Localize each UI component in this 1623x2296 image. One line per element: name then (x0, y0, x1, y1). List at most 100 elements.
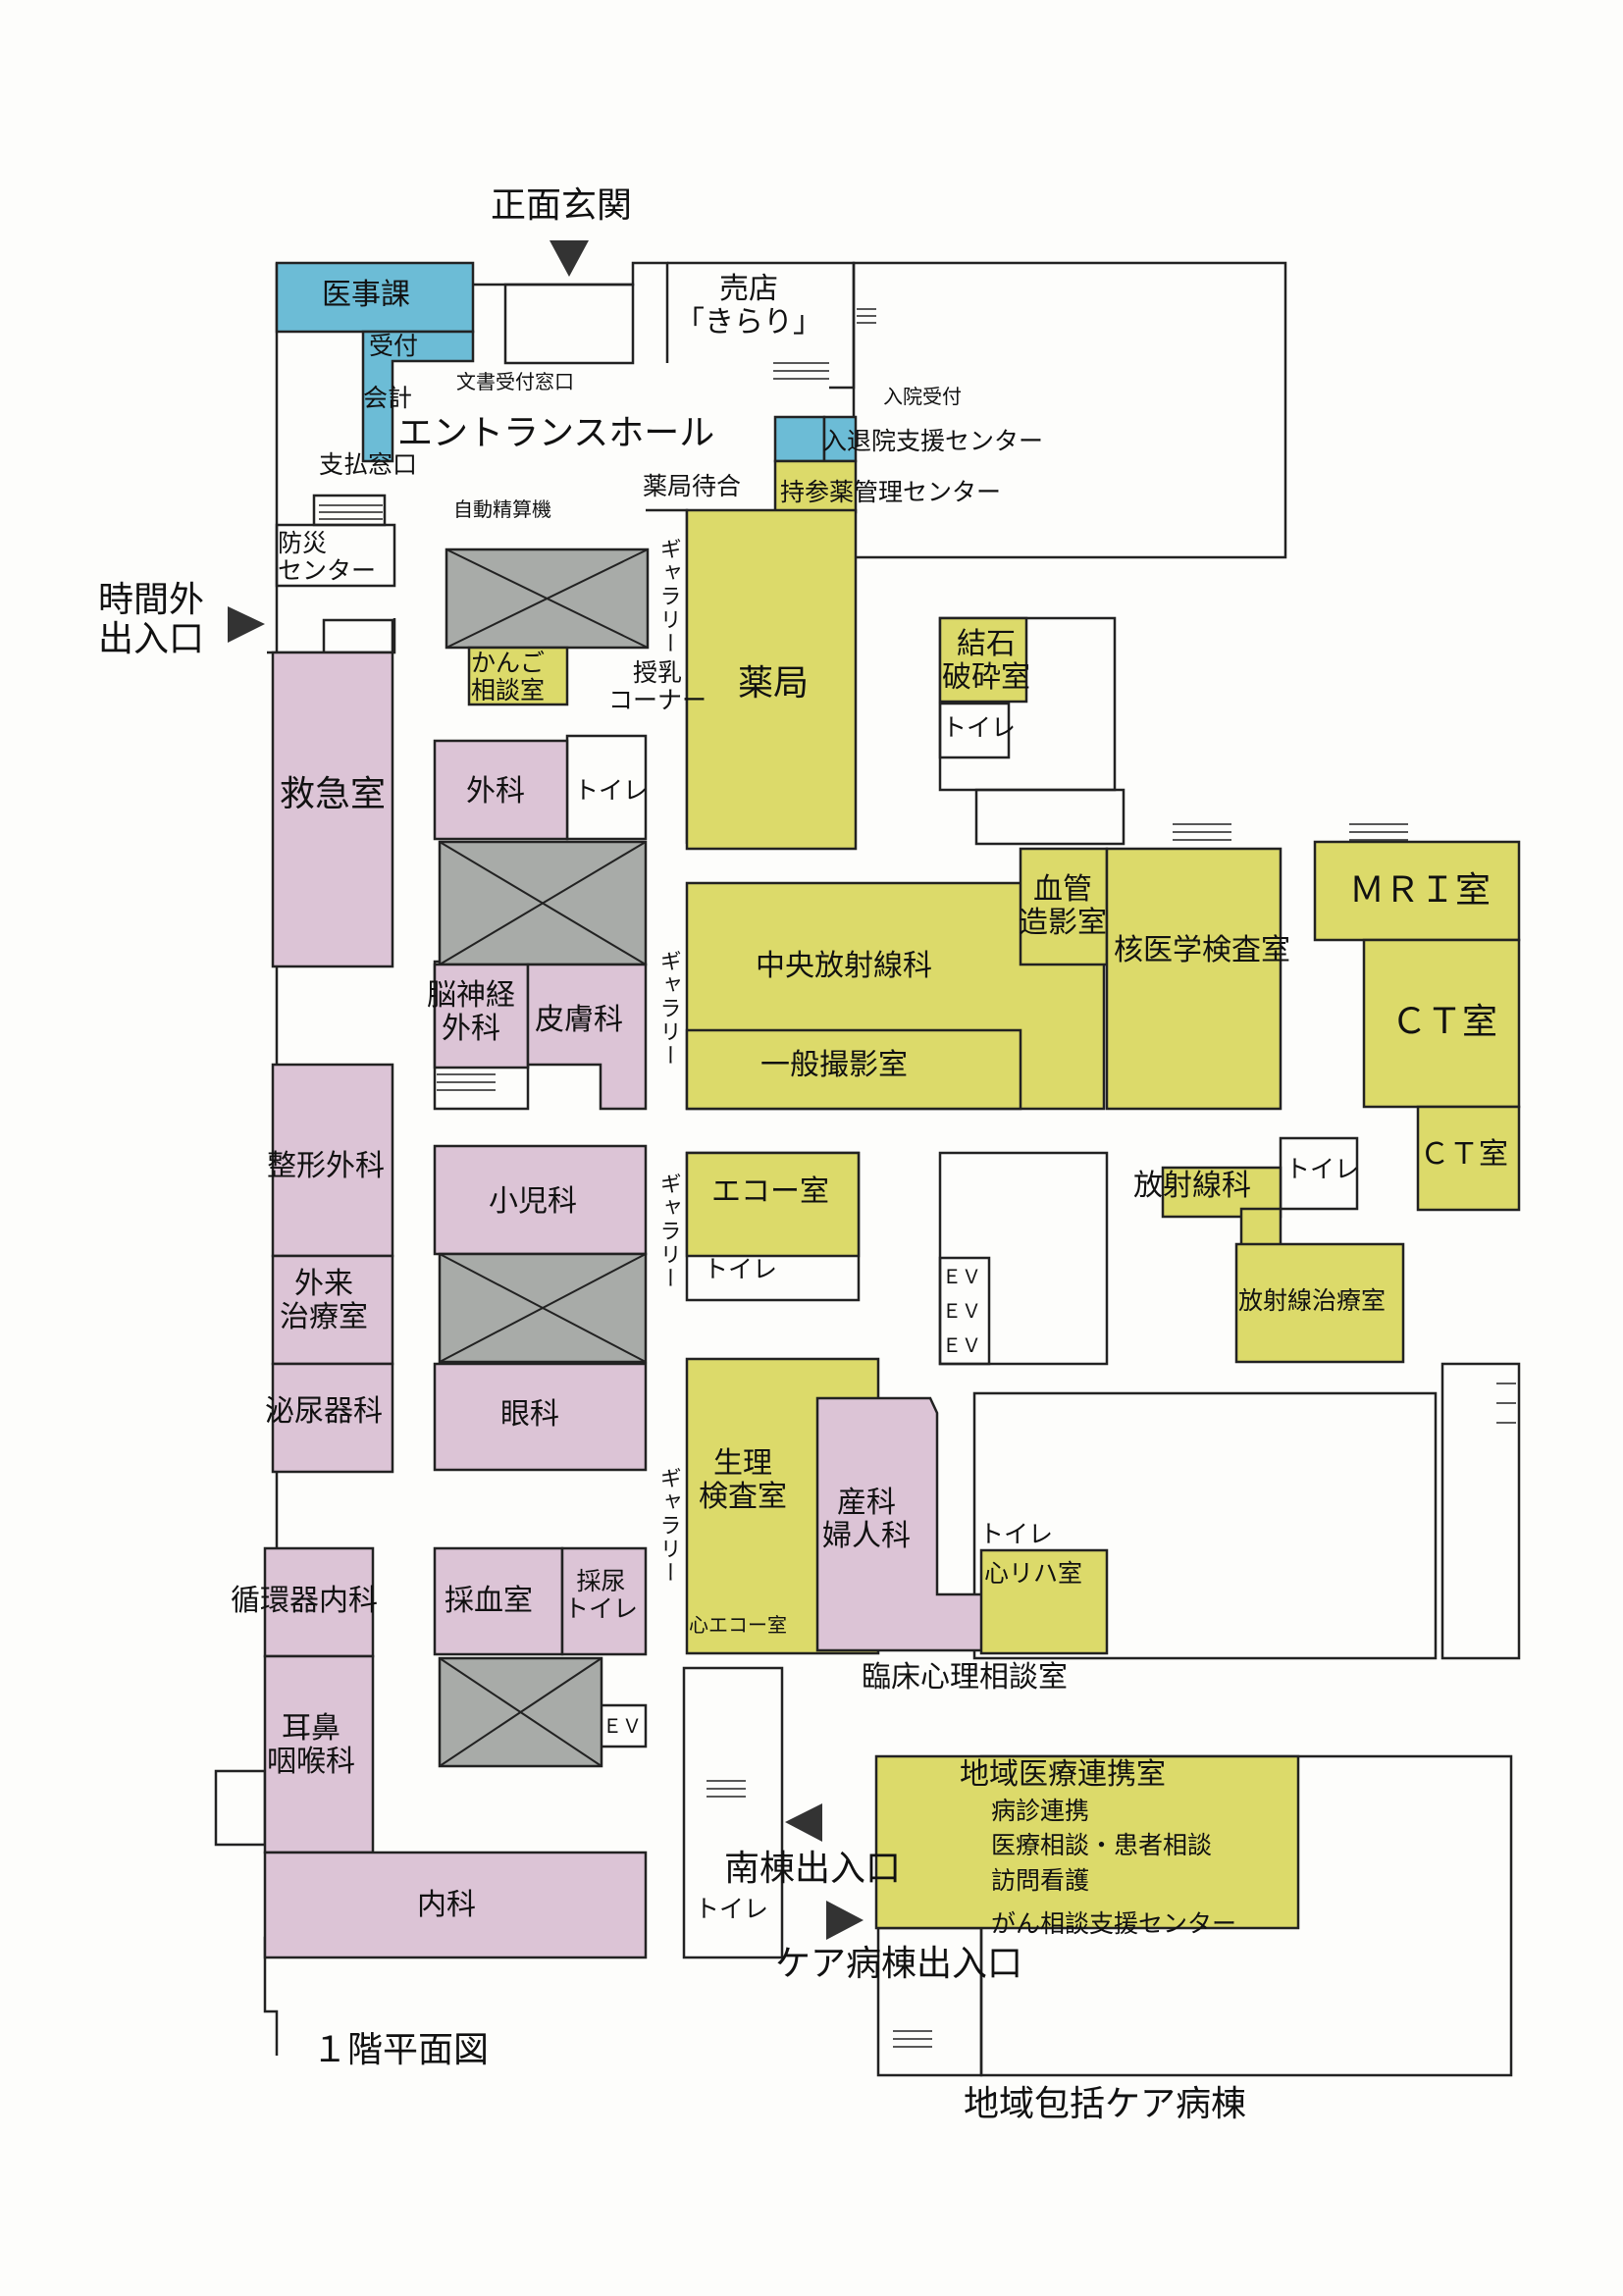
neurosurgery-label: 脳神経 外科 (427, 978, 515, 1046)
surgery-label: 外科 (466, 774, 525, 809)
blood-sampling-room (433, 1546, 564, 1656)
patient-consult-label: 医療相談・患者相談 (991, 1831, 1213, 1859)
echo-label: エコー室 (711, 1174, 829, 1209)
regional-cooperation-label: 地域医療連携室 (960, 1757, 1166, 1792)
nursing-consult-room (467, 646, 569, 706)
cancer-support-label: がん相談支援センター (991, 1909, 1237, 1938)
lithotripsy-room (938, 616, 1028, 704)
toilet-block-1 (938, 702, 1011, 759)
nuclear-medicine-room (1105, 847, 1283, 1111)
dermatology-label: 皮膚科 (535, 1003, 623, 1037)
pediatrics-room (433, 1144, 648, 1256)
payment-window-label: 支払窓口 (319, 450, 418, 479)
reception-accounting-room (361, 330, 475, 463)
general-xray-label: 一般撮影室 (760, 1048, 908, 1082)
shop-label: 売店 「きらり」 (675, 272, 822, 339)
toilet-label-5: トイレ (979, 1520, 1054, 1548)
north-block (852, 261, 1287, 559)
cardiology-label: 循環器内科 (231, 1584, 378, 1618)
mri-label: ＭＲＩ室 (1349, 870, 1492, 911)
stair-west (312, 494, 387, 527)
auto-payment-label: 自動精算機 (453, 497, 551, 521)
medical-affairs-room (275, 261, 475, 334)
stairs-3 (857, 308, 876, 324)
clinical-psych-label: 臨床心理相談室 (862, 1660, 1068, 1695)
gallery-label-3: ギャラリー (655, 1173, 681, 1290)
internal-medicine-room (263, 1851, 648, 1959)
toilet-label-1: トイレ (942, 713, 1017, 742)
cardiac-rehab-label: 心リハ室 (984, 1559, 1083, 1588)
ct-label-1: ＣＴ室 (1391, 1002, 1498, 1042)
regional-cooperation-room (874, 1754, 1300, 1930)
south-entrance-arrow (785, 1803, 822, 1842)
orthopedics-label: 整形外科 (267, 1149, 385, 1183)
stair-block-1 (974, 788, 1126, 846)
south-corridor (682, 1666, 784, 1959)
medical-affairs-label: 医事課 (322, 278, 410, 312)
west-corridor (267, 618, 396, 654)
stairs-4 (1173, 823, 1231, 841)
ophthalmology-label: 眼科 (500, 1397, 559, 1432)
toilet-label-2: トイレ (574, 776, 649, 805)
stairs-1 (319, 504, 383, 520)
urine-toilet-label: 採尿 トイレ (564, 1567, 639, 1623)
admission-reception-room (773, 415, 826, 463)
ct-room-1 (1362, 938, 1521, 1109)
gallery-label-1: ギャラリー (655, 538, 681, 655)
entrance-hall-box (503, 283, 635, 365)
ev-label-4: ＥＶ (602, 1714, 642, 1738)
home-nursing-label: 訪問看護 (991, 1866, 1090, 1895)
physiology-lab-label: 生理 検査室 (699, 1446, 787, 1514)
brought-medicine-label: 持参薬管理センター (780, 478, 1002, 506)
internal-medicine-label: 内科 (417, 1888, 476, 1922)
pharmacy-waiting-label: 薬局待合 (643, 472, 742, 500)
ev-block (938, 1256, 991, 1366)
admission-support-label: 入退院支援センター (822, 427, 1044, 455)
central-radiology-label: 中央放射線科 (756, 949, 932, 983)
cardiac-rehab-room (979, 1548, 1109, 1655)
radiotherapy-room (1234, 1242, 1405, 1364)
toilet-label-4: トイレ (1285, 1155, 1360, 1183)
ophthalmology-room (433, 1362, 648, 1472)
document-window-label: 文書受付窓口 (456, 370, 574, 393)
radiology-label: 放射線科 (1133, 1169, 1251, 1203)
reception-label: 受付 (369, 332, 419, 360)
blood-sampling-label: 採血室 (445, 1584, 533, 1618)
entrance-hall-label: エントランスホール (397, 413, 715, 453)
admission-reception-label: 入院受付 (883, 385, 962, 408)
after-hours-arrow (228, 606, 265, 643)
cardiac-echo-label: 心エコー室 (689, 1613, 787, 1637)
gallery-label-2: ギャラリー (655, 950, 681, 1068)
pharmacy-label: 薬局 (738, 663, 810, 704)
brought-medicine-room (773, 459, 858, 514)
ev-label-2: ＥＶ (942, 1299, 981, 1323)
void-2-cross (439, 841, 647, 965)
outpatient-treatment-label: 外来 治療室 (280, 1267, 368, 1334)
stairs-8 (707, 1780, 746, 1798)
stairs-6 (437, 1073, 496, 1091)
surgery-room (433, 739, 569, 841)
ct-room-2 (1416, 1105, 1521, 1212)
urine-toilet-room (560, 1546, 648, 1656)
void-4-cross (439, 1657, 602, 1767)
east-stair-block (1440, 1362, 1521, 1660)
nursing-corner-label: 授乳 コーナー (608, 658, 707, 714)
neurosurgery-room (433, 963, 530, 1070)
stairs-5 (1349, 823, 1408, 841)
main-entrance-label: 正面玄関 (491, 185, 633, 226)
care-ward-arrow (826, 1901, 864, 1940)
stairs-7 (1496, 1383, 1516, 1424)
top-right-room (322, 618, 394, 654)
care-ward-entrance-label: ケア病棟出入口 (775, 1944, 1023, 1984)
ent-stair (214, 1769, 267, 1847)
orthopedics-room (271, 1063, 394, 1258)
south-entrance-label: 南棟出入口 (724, 1849, 902, 1889)
angiography-label: 血管 造影室 (1019, 872, 1107, 940)
toilet-label-3: トイレ (704, 1255, 778, 1283)
echo-room (685, 1151, 861, 1258)
obgyn-label: 産科 婦人科 (822, 1486, 911, 1553)
stairs-2 (773, 362, 829, 380)
gallery-label-4: ギャラリー (655, 1467, 681, 1585)
ent-room (263, 1654, 375, 1854)
